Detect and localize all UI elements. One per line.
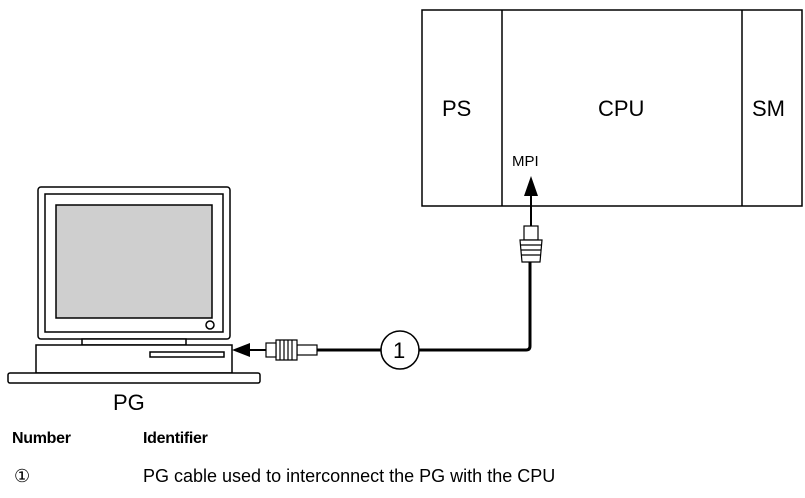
sm-module-label: SM [752,96,785,121]
legend-row-identifier: PG cable used to interconnect the PG wit… [143,466,556,486]
cpu-side-connector-icon [519,225,543,263]
diagram-canvas [7,9,803,384]
pg-device-label: PG [113,390,145,415]
legend-header-identifier: Identifier [143,430,208,447]
pg-side-connector-icon [265,339,318,361]
legend-header-number: Number [12,430,71,447]
pg-cable [316,262,532,352]
drive-slot [149,351,225,358]
ps-module-label: PS [442,96,472,121]
monitor-stand [81,338,187,346]
cpu-module-label: CPU [598,96,645,121]
mpi-port-label: MPI [512,153,539,170]
mpi-arrow-head-icon [524,176,538,196]
power-led-icon [205,320,215,330]
legend-row-number: ① [14,466,31,486]
pg-computer [7,186,261,384]
monitor-screen [55,204,213,319]
callout-number: 1 [393,338,406,363]
monitor-inner-bezel [44,193,224,333]
plc-rack [421,9,803,207]
pg-foot [7,372,261,384]
callout-circle [380,330,420,370]
pg-base-unit [35,344,233,374]
pg-arrow-head-icon [232,343,250,357]
rack-outline [421,9,803,207]
